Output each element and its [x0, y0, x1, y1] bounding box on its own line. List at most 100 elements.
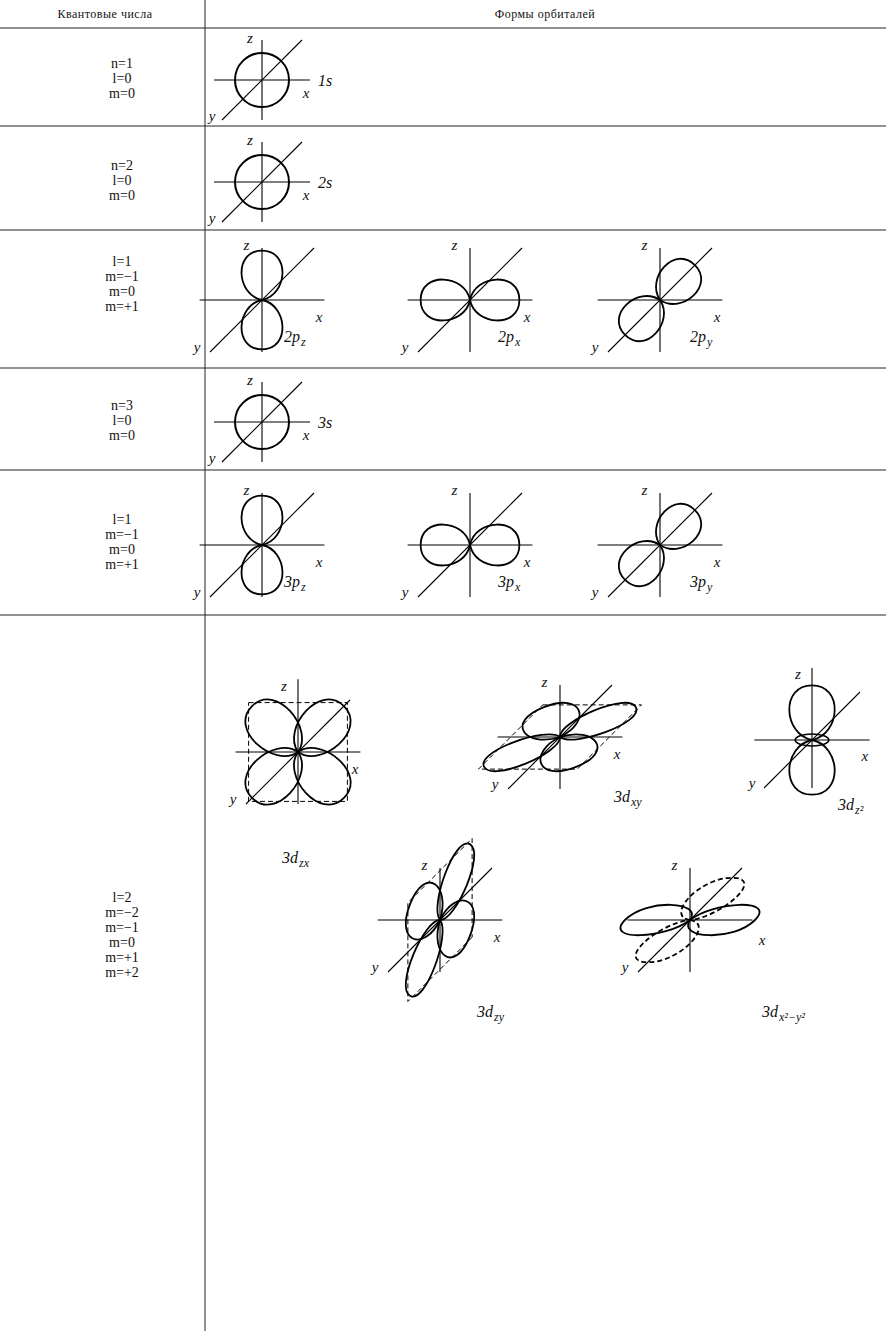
orbital-name: 3d [477, 1004, 493, 1020]
p-orbital [598, 248, 723, 352]
orbital-name: 2p [498, 329, 514, 345]
quantum-numbers: m=0 [109, 543, 135, 557]
p-orbital [200, 493, 325, 597]
axis-label: y [230, 791, 237, 806]
axis-label: x [524, 309, 531, 324]
axis-label: x [352, 761, 359, 776]
quantum-numbers: n=3 [111, 399, 133, 413]
quantum-numbers: m=0 [109, 429, 135, 443]
quantum-numbers: l=1 [113, 255, 132, 269]
quantum-numbers: m=−1 [105, 270, 139, 284]
d-orbital [235, 679, 360, 814]
axis-label: z [247, 373, 253, 388]
orbital-name: 2p [284, 329, 300, 345]
axis-label: z [671, 858, 677, 873]
quantum-numbers: l=2 [113, 891, 132, 905]
axis-label: x [316, 309, 323, 324]
quantum-numbers: m=−1 [105, 528, 139, 542]
p-orbital [408, 248, 533, 352]
s-orbital [214, 382, 310, 462]
axis-label: x [714, 309, 721, 324]
axis-label: z [243, 483, 249, 498]
orbital-subscript: z² [855, 804, 863, 816]
s-orbital [214, 142, 310, 222]
orbital-subscript: x [515, 581, 520, 593]
axis-label: y [194, 339, 201, 354]
axis-label: x [759, 933, 766, 948]
d-orbital [378, 817, 503, 1023]
d-orbital [754, 668, 869, 795]
axis-label: z [641, 238, 647, 253]
orbital-subscript: z [301, 581, 306, 593]
axis-label: z [451, 483, 457, 498]
quantum-numbers: m=+2 [105, 966, 139, 980]
orbital-name: 3d [838, 797, 854, 813]
orbital-subscript: zy [494, 1011, 504, 1023]
axis-label: z [541, 675, 547, 690]
axis-label: y [592, 339, 599, 354]
axis-label: y [592, 584, 599, 599]
quantum-numbers: l=0 [113, 72, 132, 86]
axis-label: z [421, 858, 427, 873]
orbital-name: 3p [498, 574, 514, 590]
orbital-name: 3d [614, 789, 630, 805]
axis-label: y [402, 339, 409, 354]
axis-label: x [714, 554, 721, 569]
axis-label: z [247, 31, 253, 46]
axis-label: y [209, 211, 216, 226]
orbital-name: 3s [318, 415, 332, 431]
orbital-name: 3d [762, 1004, 778, 1020]
quantum-numbers: m=0 [109, 87, 135, 101]
orbital-subscript: x²−y² [779, 1011, 805, 1023]
orbital-name: 2p [690, 329, 706, 345]
table-header: Формы орбиталей [495, 8, 596, 20]
quantum-numbers: l=1 [113, 513, 132, 527]
axis-label: y [749, 776, 756, 791]
p-orbital [408, 493, 533, 597]
quantum-numbers: m=+1 [105, 951, 139, 965]
quantum-numbers: m=0 [109, 936, 135, 950]
axis-label: x [524, 554, 531, 569]
orbital-subscript: x [515, 336, 520, 348]
quantum-numbers: m=+1 [105, 558, 139, 572]
axis-label: z [247, 133, 253, 148]
quantum-numbers: l=0 [113, 174, 132, 188]
axis-label: y [402, 584, 409, 599]
quantum-numbers: l=0 [113, 414, 132, 428]
orbital-name: 1s [318, 73, 332, 89]
axis-label: z [795, 667, 801, 682]
orbital-subscript: z [301, 336, 306, 348]
axis-label: y [492, 776, 499, 791]
axis-label: y [209, 451, 216, 466]
axis-label: z [281, 679, 287, 694]
axis-label: x [303, 428, 310, 443]
axis-label: x [861, 748, 868, 763]
axis-label: x [614, 746, 621, 761]
axis-label: y [622, 959, 629, 974]
axis-label: z [641, 483, 647, 498]
quantum-numbers: n=1 [111, 57, 133, 71]
s-orbital [214, 40, 310, 120]
orbital-subscript: y [707, 581, 712, 593]
orbital-name: 2s [318, 175, 332, 191]
axis-label: x [316, 554, 323, 569]
orbital-name: 3d [282, 850, 298, 866]
axis-label: z [243, 238, 249, 253]
quantum-numbers: m=−2 [105, 906, 139, 920]
orbital-subscript: y [707, 336, 712, 348]
quantum-numbers: m=0 [109, 189, 135, 203]
axis-label: x [303, 86, 310, 101]
table-header: Квантовые числа [58, 8, 153, 20]
quantum-numbers: m=0 [109, 285, 135, 299]
orbital-name: 3p [284, 574, 300, 590]
axis-label: y [194, 584, 201, 599]
axis-label: z [451, 238, 457, 253]
p-orbital [598, 493, 723, 597]
orbital-subscript: xy [631, 796, 642, 808]
orbital-name: 3p [690, 574, 706, 590]
d-orbital [583, 868, 798, 972]
quantum-numbers: n=2 [111, 159, 133, 173]
axis-label: y [209, 109, 216, 124]
